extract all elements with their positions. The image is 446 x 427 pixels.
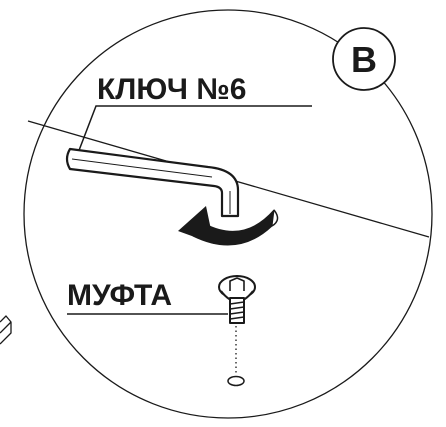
key-label: КЛЮЧ №6 <box>97 73 246 106</box>
detail-circle <box>23 9 433 419</box>
key-leader-line <box>77 105 312 154</box>
drilled-hole-icon <box>227 375 245 387</box>
panel-corner-icon <box>0 315 12 345</box>
threaded-coupling-icon <box>218 275 256 324</box>
hex-key-icon <box>65 147 240 218</box>
rotation-arrow-icon <box>178 206 279 246</box>
detail-badge-circle <box>332 27 396 91</box>
detail-badge-label: B <box>351 39 377 80</box>
coupling-label: МУФТА <box>67 279 172 312</box>
